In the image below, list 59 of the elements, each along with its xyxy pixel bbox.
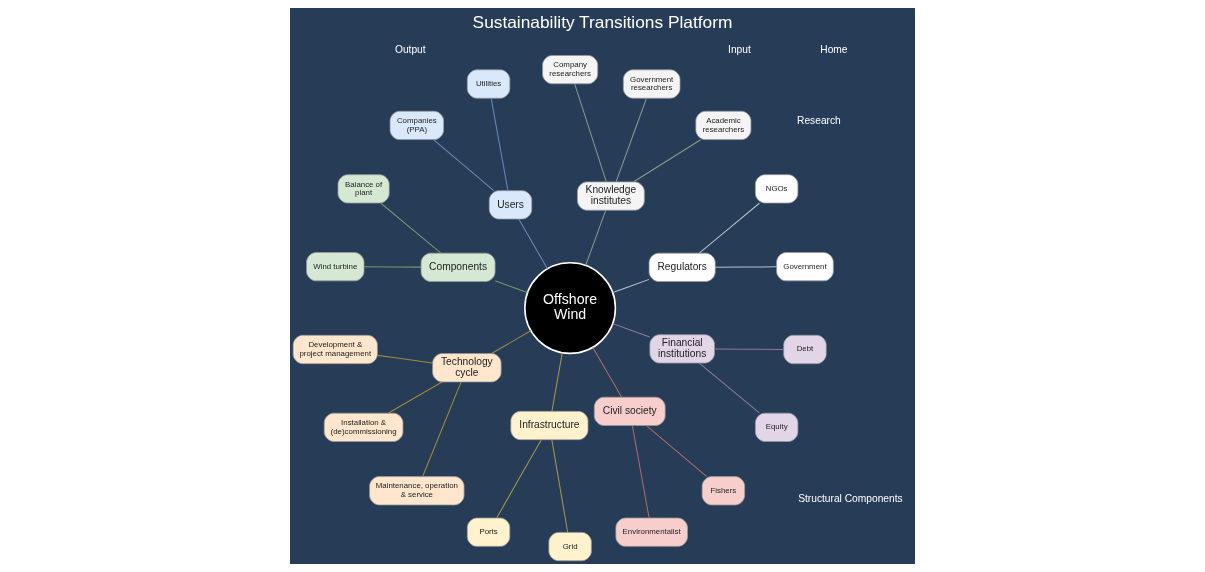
label: Output bbox=[394, 44, 426, 56]
connector bbox=[551, 352, 563, 412]
label: Structural Components bbox=[798, 493, 903, 505]
node-box: Academic researchers bbox=[695, 110, 752, 140]
connector bbox=[518, 218, 548, 270]
node-box: Maintenance, operation & service bbox=[369, 476, 465, 506]
connector bbox=[714, 266, 777, 268]
connector bbox=[551, 439, 569, 533]
node-box: Government researchers bbox=[622, 69, 681, 99]
node-box: Infrastructure bbox=[510, 410, 589, 441]
connector bbox=[615, 97, 647, 183]
connector bbox=[592, 346, 622, 398]
connector bbox=[380, 202, 442, 254]
node-box: Knowledge institutes bbox=[577, 181, 645, 211]
label: Input bbox=[728, 44, 751, 56]
node-box: Grid bbox=[548, 532, 592, 562]
connector bbox=[633, 139, 702, 183]
node-box: Financial institutions bbox=[649, 334, 715, 364]
node-box: Government bbox=[776, 252, 834, 282]
node-box: Development & project management bbox=[292, 334, 378, 365]
connector bbox=[698, 362, 760, 414]
node-circle: Offshore Wind bbox=[524, 262, 617, 355]
connector bbox=[363, 266, 422, 268]
node-box: Companies (PPA) bbox=[389, 110, 444, 140]
connector bbox=[714, 348, 784, 350]
connector bbox=[490, 330, 532, 355]
node-box: Regulators bbox=[648, 252, 716, 282]
connector bbox=[698, 202, 760, 254]
node-box: Components bbox=[420, 252, 496, 282]
node-box: Balance of plant bbox=[337, 174, 390, 204]
connector bbox=[496, 439, 542, 519]
node-box: Utilities bbox=[466, 69, 511, 99]
connector bbox=[631, 425, 650, 519]
node-box: Civil society bbox=[593, 396, 666, 426]
connector bbox=[645, 425, 707, 477]
diagram-title: Sustainability Transitions Platform bbox=[472, 12, 733, 33]
node-box: Fishers bbox=[701, 476, 746, 506]
connector bbox=[494, 280, 528, 294]
node-box: Debt bbox=[783, 334, 827, 365]
node-box: Environmentalist bbox=[615, 517, 688, 547]
node-box: Ports bbox=[466, 517, 511, 547]
node-box: Installation & (de)commissioning bbox=[323, 412, 404, 442]
connector bbox=[490, 97, 509, 191]
connector bbox=[574, 83, 607, 183]
label: Home bbox=[820, 44, 848, 56]
node-box: Wind turbine bbox=[306, 252, 365, 282]
node-box: Users bbox=[488, 190, 533, 220]
node-box: Equity bbox=[755, 412, 799, 442]
connector bbox=[612, 323, 651, 338]
connector bbox=[433, 139, 495, 192]
connector bbox=[585, 209, 607, 266]
node-box: Company researchers bbox=[542, 55, 599, 85]
label: Research bbox=[797, 115, 841, 127]
connector bbox=[612, 278, 650, 294]
node-box: Technology cycle bbox=[432, 353, 502, 383]
connector bbox=[377, 354, 433, 364]
connector bbox=[422, 381, 462, 478]
connector bbox=[388, 381, 443, 414]
node-box: NGOs bbox=[755, 174, 799, 204]
